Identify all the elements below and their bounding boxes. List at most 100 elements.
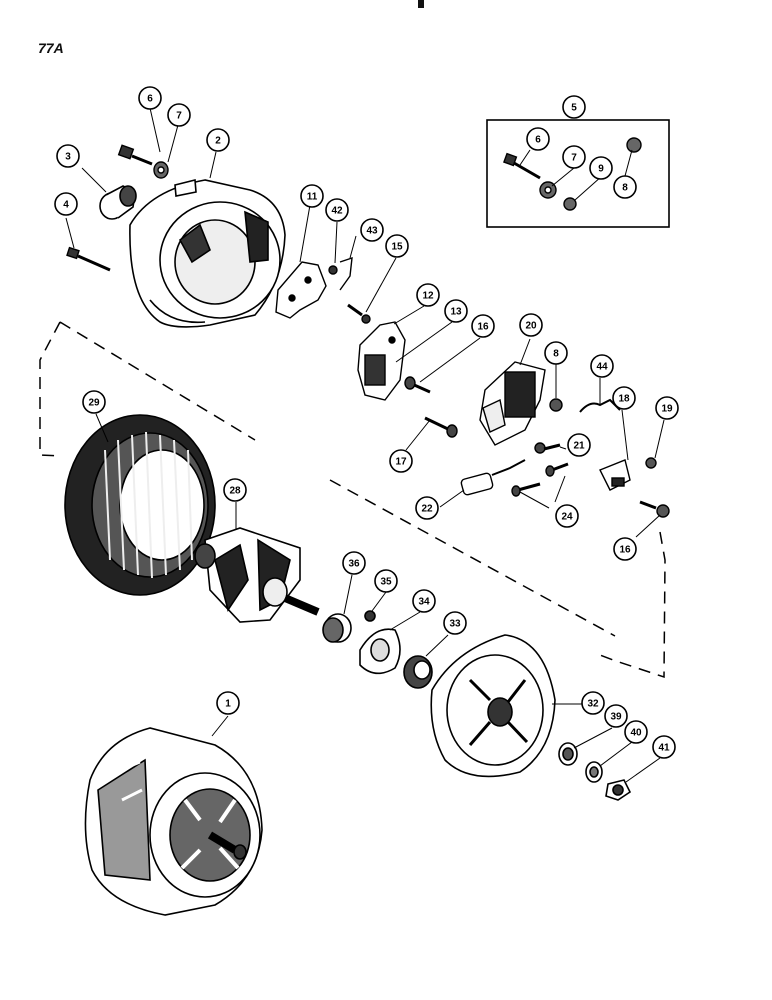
- callout-c15: 15: [385, 234, 409, 258]
- callout-c9: 9: [589, 156, 613, 180]
- callout-c20: 20: [519, 313, 543, 337]
- callout-number: 16: [477, 322, 489, 333]
- callout-c3: 3: [56, 144, 80, 168]
- callout-number: 41: [658, 743, 670, 754]
- callout-c35: 35: [374, 569, 398, 593]
- callout-circle: [555, 504, 579, 528]
- callout-c8a: 8: [544, 341, 568, 365]
- kit-box: [486, 119, 670, 228]
- screw-part: [117, 144, 169, 179]
- callout-number: 18: [618, 394, 630, 405]
- callout-circle: [167, 103, 191, 127]
- callout-number: 8: [622, 183, 628, 194]
- callout-c21: 21: [567, 433, 591, 457]
- callout-number: 32: [587, 699, 599, 710]
- callout-circle: [567, 433, 591, 457]
- callout-c12: 12: [416, 283, 440, 307]
- screw-15-part: [347, 303, 371, 324]
- callout-circle: [415, 496, 439, 520]
- callout-circle: [444, 299, 468, 323]
- callout-number: 16: [619, 545, 631, 556]
- callout-circle: [223, 478, 247, 502]
- callout-c29: 29: [82, 390, 106, 414]
- callout-circle: [590, 354, 614, 378]
- screws-16-17: [404, 376, 458, 438]
- callout-number: 35: [380, 577, 392, 588]
- callout-circle: [443, 611, 467, 635]
- callout-circle: [82, 390, 106, 414]
- callout-number: 3: [65, 152, 71, 163]
- callout-c8b: 8: [613, 175, 637, 199]
- callout-number: 21: [573, 441, 585, 452]
- callout-c33: 33: [443, 611, 467, 635]
- callout-circle: [56, 144, 80, 168]
- callout-number: 7: [176, 111, 182, 122]
- callout-c6a: 6: [138, 86, 162, 110]
- callout-c1: 1: [216, 691, 240, 715]
- callout-circle: [389, 449, 413, 473]
- callout-number: 33: [449, 619, 461, 630]
- leader-lines: [65, 107, 665, 783]
- assembled-alternator-part: [84, 727, 263, 916]
- callout-c5: 5: [562, 95, 586, 119]
- callout-number: 19: [661, 404, 673, 415]
- callout-number: 13: [450, 307, 462, 318]
- bracket-part: [275, 256, 353, 319]
- callout-number: 34: [418, 597, 430, 608]
- callout-number: 24: [561, 512, 573, 523]
- callout-c7b: 7: [562, 145, 586, 169]
- page-label: 77A: [38, 40, 64, 56]
- callout-c39: 39: [604, 704, 628, 728]
- callout-circle: [216, 691, 240, 715]
- callout-circle: [138, 86, 162, 110]
- callout-circle: [416, 283, 440, 307]
- drive-end-frame-part: [430, 634, 556, 778]
- retainer-part: [359, 610, 401, 675]
- callout-number: 6: [535, 135, 541, 146]
- callout-circle: [613, 537, 637, 561]
- callout-number: 7: [571, 153, 577, 164]
- terminal-part: [599, 457, 657, 491]
- callout-circle: [544, 341, 568, 365]
- callout-number: 36: [348, 559, 360, 570]
- callout-number: 2: [215, 136, 221, 147]
- callout-c36: 36: [342, 551, 366, 575]
- callout-circle: [581, 691, 605, 715]
- callout-circle: [325, 198, 349, 222]
- callout-c22: 22: [415, 496, 439, 520]
- callout-c16a: 16: [471, 314, 495, 338]
- screw-21-part: [534, 442, 561, 454]
- pulley-hardware-part: [558, 742, 632, 801]
- callout-circle: [562, 145, 586, 169]
- callout-number: 28: [229, 486, 241, 497]
- callout-number: 9: [598, 164, 604, 175]
- callout-circle: [612, 386, 636, 410]
- callout-number: 29: [88, 398, 100, 409]
- bearing-36-part: [322, 613, 352, 643]
- top-mark: [418, 0, 424, 8]
- callout-c34: 34: [412, 589, 436, 613]
- callout-c16b: 16: [613, 537, 637, 561]
- assembly-dashed-outline: [39, 321, 666, 679]
- callout-number: 5: [571, 103, 577, 114]
- callout-circle: [613, 175, 637, 199]
- callout-number: 4: [63, 200, 69, 211]
- callout-circle: [562, 95, 586, 119]
- callout-c28: 28: [223, 478, 247, 502]
- callout-number: 6: [147, 94, 153, 105]
- bushing-part: [99, 185, 137, 220]
- callout-number: 15: [391, 242, 403, 253]
- callout-c40: 40: [624, 720, 648, 744]
- callout-number: 20: [525, 321, 537, 332]
- callout-c19: 19: [655, 396, 679, 420]
- bearing-33-part: [403, 655, 433, 689]
- callout-c7a: 7: [167, 103, 191, 127]
- callout-circle: [604, 704, 628, 728]
- callout-circle: [206, 128, 230, 152]
- regulator-part: [357, 321, 406, 401]
- callout-c42: 42: [325, 198, 349, 222]
- callout-circle: [300, 184, 324, 208]
- callout-c2: 2: [206, 128, 230, 152]
- callout-circle: [471, 314, 495, 338]
